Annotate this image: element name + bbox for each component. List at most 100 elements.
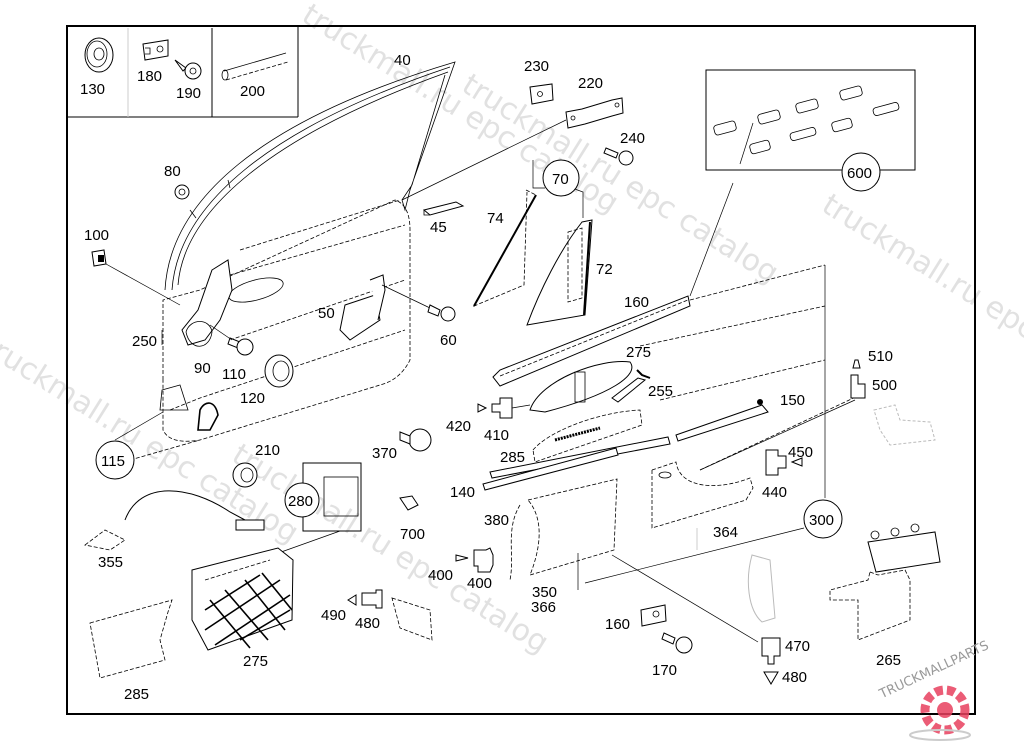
part-label-450[interactable]: 450	[788, 444, 813, 461]
group-label-115[interactable]: 115	[101, 453, 125, 470]
part-label-510[interactable]: 510	[868, 348, 893, 365]
part-label-50[interactable]: 50	[318, 305, 335, 322]
part-label-150[interactable]: 150	[780, 392, 805, 409]
part-label-700[interactable]: 700	[400, 526, 425, 543]
part-label-190[interactable]: 190	[176, 85, 201, 102]
clip-icon	[399, 495, 419, 511]
map-pocket-net-part-275	[191, 547, 294, 651]
part-label-360[interactable]: 275	[626, 344, 651, 361]
fastener-icon	[399, 428, 432, 452]
inset-parts-box: 130 180 190 200	[67, 26, 299, 118]
triangle-glass-part-74	[473, 189, 537, 307]
part-label-470[interactable]: 480	[782, 669, 807, 686]
clip-icon	[713, 85, 900, 155]
part-label-210[interactable]: 210	[255, 442, 280, 459]
plug-icon	[174, 184, 190, 200]
door-handle-part-50	[339, 274, 386, 341]
part-label-240[interactable]: 230	[524, 58, 549, 75]
part-label-420[interactable]: 410	[484, 427, 509, 444]
watermark-layer: truckmall.ru epc catalog truckmall.ru ep…	[0, 0, 1024, 661]
part-label-45[interactable]: 45	[430, 219, 447, 236]
connector-icon	[850, 359, 866, 399]
part-label-120[interactable]: 120	[240, 390, 265, 407]
part-label-60[interactable]: 60	[440, 332, 457, 349]
part-label-140[interactable]: 140	[450, 484, 475, 501]
part-label-250[interactable]: 250	[132, 333, 157, 350]
part-label-400[interactable]: 400	[467, 575, 492, 592]
lower-panel-part-350	[527, 478, 618, 576]
part-label-200[interactable]: 200	[240, 83, 265, 100]
group-label-280[interactable]: 280	[288, 493, 313, 510]
group-label-600[interactable]: 600	[847, 165, 872, 182]
diagram-frame	[66, 25, 976, 715]
switch-panel-part-362	[532, 409, 643, 463]
pad-icon	[422, 201, 465, 216]
trim-strip-part-140	[482, 447, 619, 491]
part-label-480[interactable]: 480	[355, 615, 380, 632]
group-circle-600[interactable]	[841, 152, 881, 192]
part-label-72[interactable]: 72	[596, 261, 613, 278]
part-label-500[interactable]: 500	[872, 377, 897, 394]
part-label-362[interactable]: 285	[500, 449, 525, 466]
bracket-icon	[565, 97, 624, 129]
part-label-180[interactable]: 180	[137, 68, 162, 85]
part-label-265[interactable]: 265	[876, 652, 901, 669]
clip-icon	[529, 83, 554, 105]
part-label-430[interactable]: 420	[446, 418, 471, 435]
screw-icon	[427, 304, 456, 322]
triangle-trim-part-72	[526, 219, 593, 326]
part-label-410[interactable]: 400	[428, 567, 453, 584]
part-label-100[interactable]: 100	[84, 227, 109, 244]
part-label-160[interactable]: 160	[605, 616, 630, 633]
part-label-110[interactable]: 110	[222, 366, 246, 383]
part-label-366[interactable]: 366	[531, 599, 556, 616]
grommet-icon	[232, 462, 258, 488]
part-label-380[interactable]: 380	[484, 512, 509, 529]
part-label-255[interactable]: 255	[648, 383, 673, 400]
part-label-370[interactable]: 370	[372, 445, 397, 462]
part-label-460[interactable]: 470	[785, 638, 810, 655]
part-label-90[interactable]: 90	[194, 360, 211, 377]
rail-part-365	[492, 295, 691, 387]
group-label-70[interactable]: 70	[552, 171, 569, 188]
airbag-module-part-265	[829, 523, 941, 641]
group-circle-300[interactable]	[803, 499, 843, 539]
group-circle-70[interactable]	[542, 159, 580, 197]
part-label-490[interactable]: 490	[321, 607, 346, 624]
door-trim-panel	[159, 199, 411, 442]
grommet-icon	[264, 354, 294, 388]
part-label-170[interactable]: 170	[652, 662, 677, 679]
group-circle-280[interactable]	[284, 482, 320, 518]
part-label-440[interactable]: 440	[762, 484, 787, 501]
part-label-275[interactable]: 275	[243, 653, 268, 670]
clip-icon	[91, 249, 107, 267]
grommet-icon	[84, 37, 114, 73]
part-label-220[interactable]: 220	[578, 75, 603, 92]
part-label-285[interactable]: 285	[124, 686, 149, 703]
part-label-230[interactable]: 240	[620, 130, 645, 147]
rod-icon	[221, 52, 289, 81]
part-label-350[interactable]: 350	[532, 584, 557, 601]
part-label-130[interactable]: 130	[80, 81, 105, 98]
window-frame-part-40	[164, 61, 456, 291]
connector-icon	[477, 397, 513, 419]
screw-icon	[661, 632, 693, 654]
connector-icon	[347, 589, 433, 641]
part-label-80[interactable]: 80	[164, 163, 181, 180]
part-label-365[interactable]: 160	[624, 294, 649, 311]
part-label-74[interactable]: 74	[487, 210, 504, 227]
clip-icon	[640, 604, 667, 627]
group-circle-115[interactable]	[95, 440, 135, 480]
seal-part-380	[509, 504, 521, 581]
part-label-355[interactable]: 355	[98, 554, 123, 571]
connector-icon	[765, 449, 803, 476]
door-pocket-part-364	[651, 461, 754, 529]
part-label-364[interactable]: 364	[713, 524, 738, 541]
connector-icon	[455, 547, 494, 573]
group-label-300[interactable]: 300	[809, 512, 834, 529]
screw-icon	[603, 147, 634, 166]
armrest-part-360	[529, 361, 651, 413]
part-label-40[interactable]: 40	[394, 52, 411, 69]
screw-icon	[227, 337, 254, 356]
cable-part-355	[84, 490, 265, 551]
